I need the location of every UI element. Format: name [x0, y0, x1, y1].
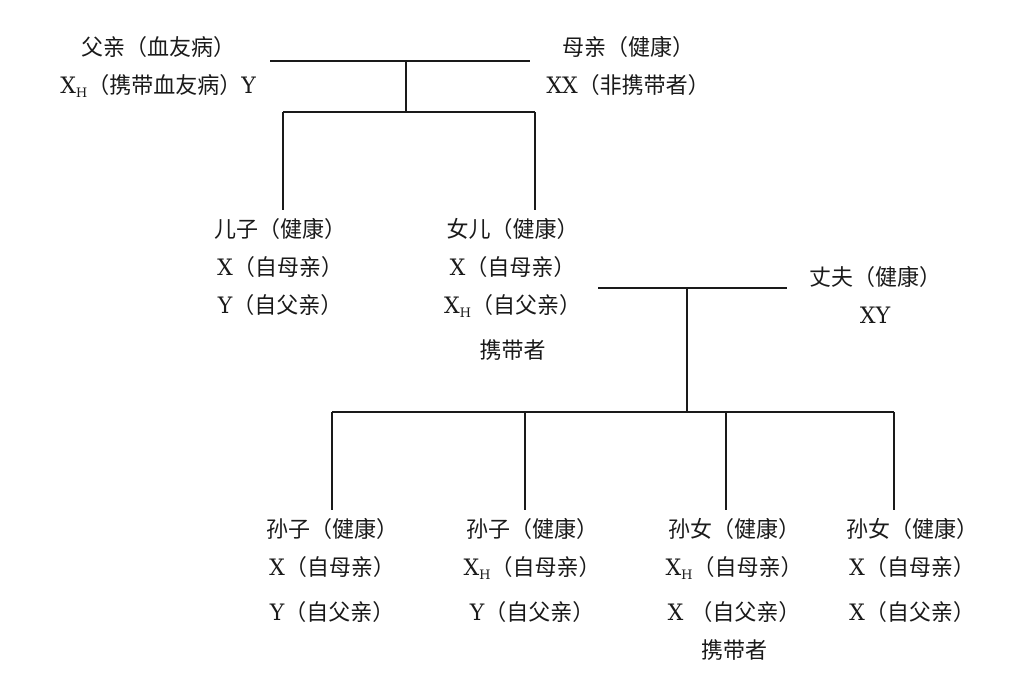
son-node: 儿子（健康） X（自母亲） Y（自父亲）: [200, 212, 360, 326]
grandchild-node: 孙子（健康） X（自母亲） Y（自父亲）: [252, 512, 412, 633]
mother-title: 母亲（健康）: [561, 36, 694, 61]
grandchild-allele-1-x: X: [665, 556, 682, 581]
grandchild-allele-2: X（自父亲）: [849, 601, 975, 626]
grandchild-carrier-status: 携带者: [700, 639, 767, 664]
grandchild-node: 孙子（健康） XH（自母亲） Y（自父亲）: [452, 512, 612, 633]
daughter-allele-2-note: （自父亲）: [471, 294, 582, 319]
grandchild-allele-2: X （自父亲）: [667, 601, 801, 626]
grandchild-title: 孙子（健康）: [265, 518, 398, 543]
daughter-allele-2-x: X: [443, 294, 460, 319]
daughter-allele-1: X（自母亲）: [449, 256, 576, 281]
daughter-title: 女儿（健康）: [446, 218, 579, 243]
daughter-node: 女儿（健康） X（自母亲） XH（自父亲） 携带者: [430, 212, 595, 371]
father-title: 父亲（血友病）: [80, 36, 235, 61]
grandchild-allele-1: X（自母亲）: [252, 550, 412, 595]
father-allele-y: Y: [241, 74, 256, 99]
grandchild-title: 孙女（健康）: [667, 518, 800, 543]
grandchild-title: 孙女（健康）: [845, 518, 978, 543]
son-allele-1: X（自母亲）: [217, 256, 343, 281]
husband-node: 丈夫（健康） XY: [795, 260, 955, 336]
daughter-carrier-status: 携带者: [479, 339, 546, 364]
husband-genotype: XY: [859, 304, 891, 329]
grandchild-title: 孙子（健康）: [465, 518, 598, 543]
grandchild-allele-1-x: X: [269, 556, 285, 581]
son-title: 儿子（健康）: [213, 218, 346, 243]
father-allele-x-note: （携带血友病）: [87, 74, 242, 99]
grandchild-allele-1-subscript: H: [479, 568, 491, 583]
grandchild-allele-1-note: （自母亲）: [864, 556, 975, 581]
daughter-allele-2: XH（自父亲）: [430, 288, 595, 333]
father-allele-x: X: [60, 74, 76, 99]
grandchild-allele-2: Y（自父亲）: [469, 601, 595, 626]
husband-title: 丈夫（健康）: [808, 266, 941, 291]
grandchild-allele-1-note: （自母亲）: [284, 556, 395, 581]
mother-genotype: XX（非携带者）: [546, 74, 710, 99]
grandchild-allele-1-x: X: [463, 556, 480, 581]
father-allele-x-subscript: H: [75, 86, 88, 101]
grandchild-allele-1: XH（自母亲）: [654, 550, 814, 595]
daughter-allele-2-subscript: H: [459, 306, 471, 321]
son-allele-2: Y（自父亲）: [217, 294, 343, 319]
grandchild-allele-2: Y（自父亲）: [269, 601, 395, 626]
father-node: 父亲（血友病） XH（携带血友病）Y: [40, 30, 276, 113]
grandchild-allele-1-note: （自母亲）: [490, 556, 601, 581]
grandchild-node: 孙女（健康） X（自母亲） X（自父亲）: [832, 512, 992, 633]
grandchild-allele-1-note: （自母亲）: [692, 556, 803, 581]
mother-node: 母亲（健康） XX（非携带者）: [538, 30, 718, 106]
grandchild-node: 孙女（健康） XH（自母亲） X （自父亲） 携带者: [654, 512, 814, 671]
grandchild-allele-1: XH（自母亲）: [452, 550, 612, 595]
father-genotype: XH（携带血友病）Y: [40, 68, 276, 113]
grandchild-allele-1-x: X: [849, 556, 865, 581]
grandchild-allele-1: X（自母亲）: [832, 550, 992, 595]
grandchild-allele-1-subscript: H: [681, 568, 693, 583]
